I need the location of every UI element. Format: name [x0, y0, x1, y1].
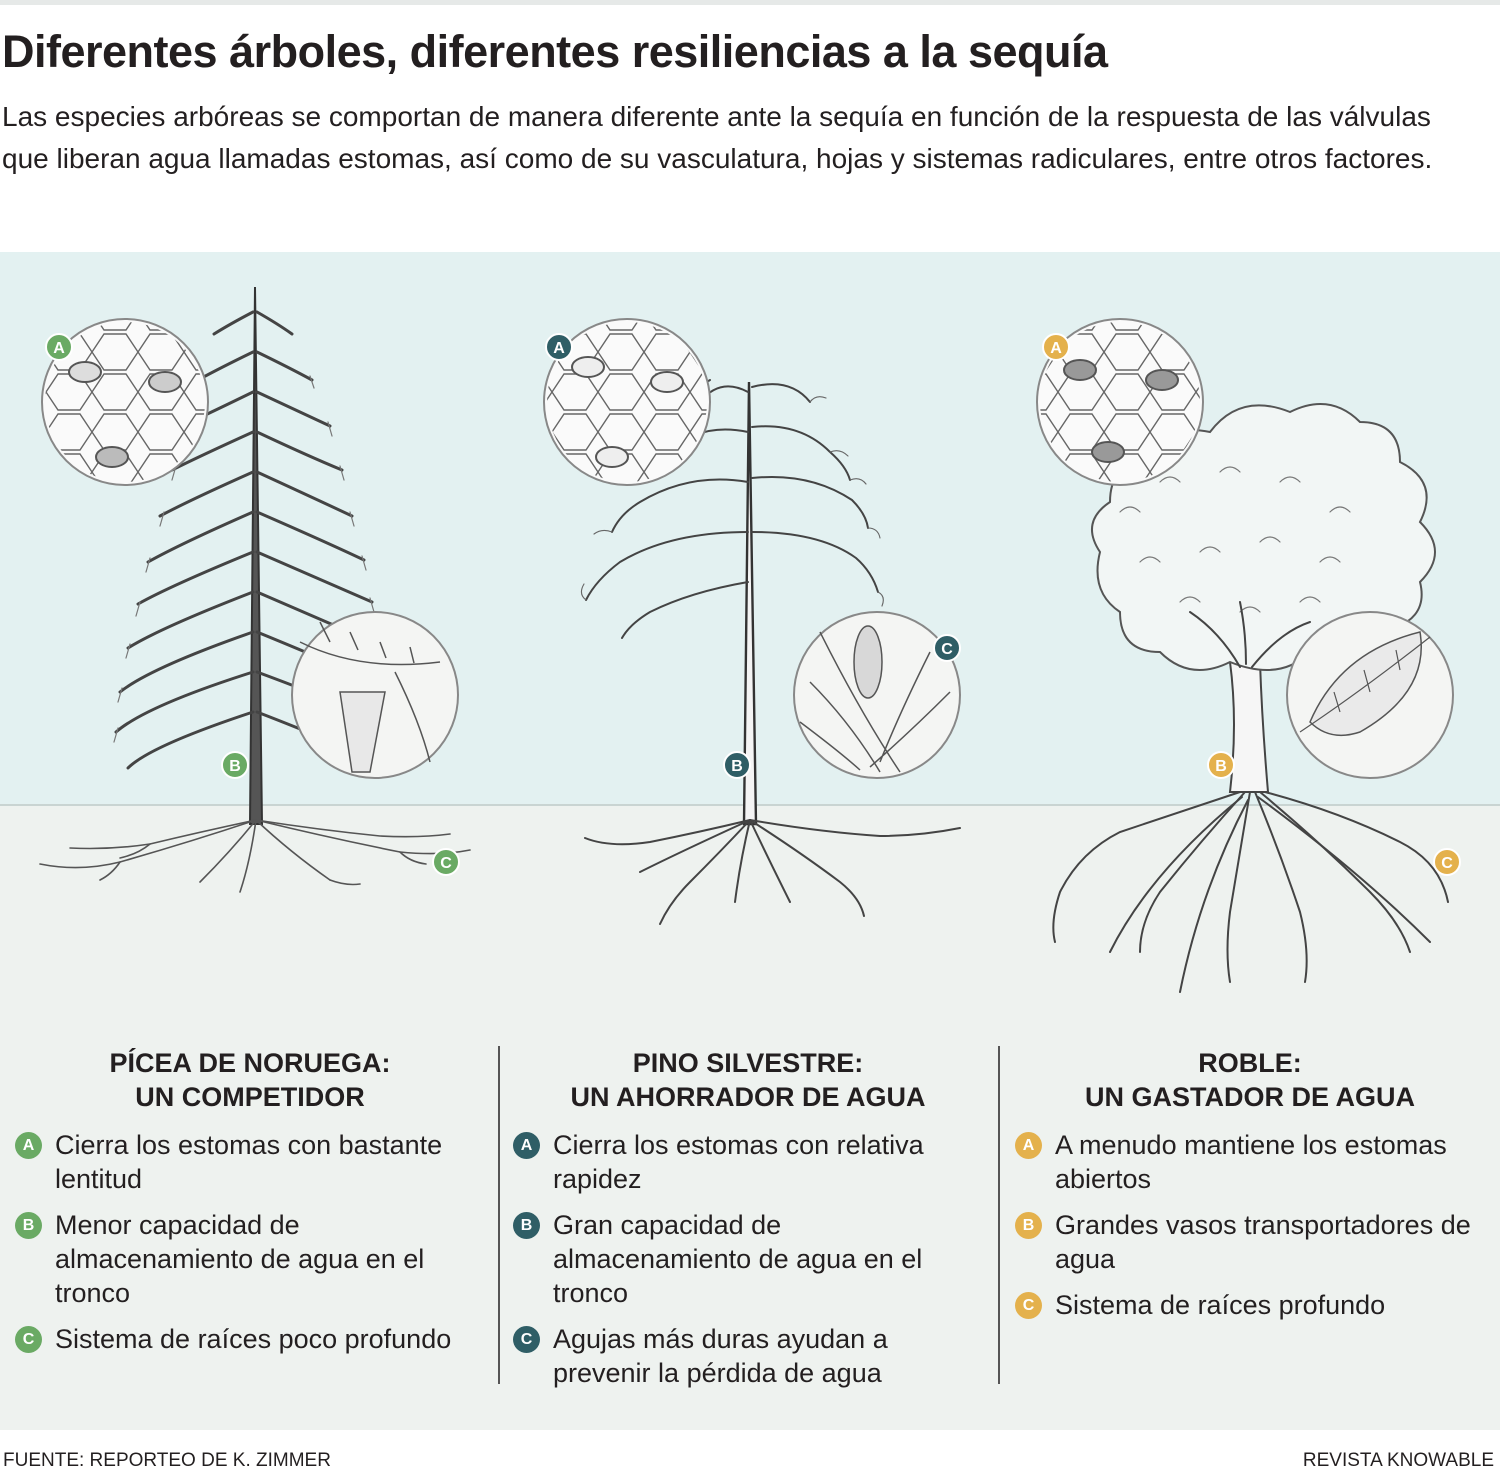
- oak-marker-c: C: [1433, 848, 1461, 876]
- pine-stomata-zoom: [543, 318, 711, 486]
- svg-text:A: A: [1050, 340, 1062, 357]
- tree-illustrations: A B C A B C A B C: [39, 286, 1461, 993]
- svg-text:A: A: [553, 340, 565, 357]
- svg-text:C: C: [941, 641, 953, 658]
- marker-badge: B: [513, 1212, 540, 1239]
- svg-text:A: A: [53, 340, 65, 357]
- oak-tree: [1052, 403, 1449, 993]
- oak-marker-b: B: [1207, 751, 1235, 779]
- column-divider: [498, 1046, 500, 1384]
- spruce-marker-a: A: [45, 333, 73, 361]
- pine-needles-zoom: [793, 611, 961, 779]
- marker-badge: A: [15, 1132, 42, 1159]
- pine-marker-a: A: [545, 333, 573, 361]
- spruce-cone-zoom: [291, 611, 459, 779]
- oak-stomata-zoom: [1036, 318, 1204, 486]
- oak-marker-a: A: [1042, 333, 1070, 361]
- source-credit: FUENTE: REPORTEO DE K. ZIMMER: [3, 1450, 331, 1471]
- pine-marker-b: B: [723, 751, 751, 779]
- marker-badge: C: [513, 1326, 540, 1353]
- svg-text:B: B: [229, 758, 241, 775]
- spruce-stomata-zoom: [41, 318, 209, 486]
- marker-badge: B: [15, 1212, 42, 1239]
- spruce-marker-c: C: [432, 848, 460, 876]
- svg-text:C: C: [440, 855, 452, 872]
- top-rule: [0, 0, 1500, 5]
- spruce-marker-b: B: [221, 751, 249, 779]
- marker-badge: C: [15, 1326, 42, 1353]
- marker-badge: C: [1015, 1292, 1042, 1319]
- oak-heading: ROBLE: UN GASTADOR DE AGUA: [1085, 1048, 1415, 1112]
- spruce-heading: PÍCEA DE NORUEGA: UN COMPETIDOR: [109, 1048, 391, 1112]
- marker-badge: B: [1015, 1212, 1042, 1239]
- page-title: Diferentes árboles, diferentes resilienc…: [2, 26, 1108, 77]
- column-divider: [998, 1046, 1000, 1384]
- svg-text:B: B: [1215, 758, 1227, 775]
- pine-heading: PINO SILVESTRE: UN AHORRADOR DE AGUA: [570, 1048, 926, 1112]
- page-subtitle: Las especies arbóreas se comportan de ma…: [2, 101, 1433, 174]
- marker-badge: A: [1015, 1132, 1042, 1159]
- publisher-credit: REVISTA KNOWABLE: [1302, 1450, 1494, 1471]
- marker-badge: A: [513, 1132, 540, 1159]
- pine-marker-c: C: [933, 634, 961, 662]
- svg-text:C: C: [1441, 855, 1453, 872]
- svg-text:B: B: [731, 758, 743, 775]
- oak-leaf-zoom: [1286, 611, 1454, 779]
- ground-background: [0, 805, 1500, 1430]
